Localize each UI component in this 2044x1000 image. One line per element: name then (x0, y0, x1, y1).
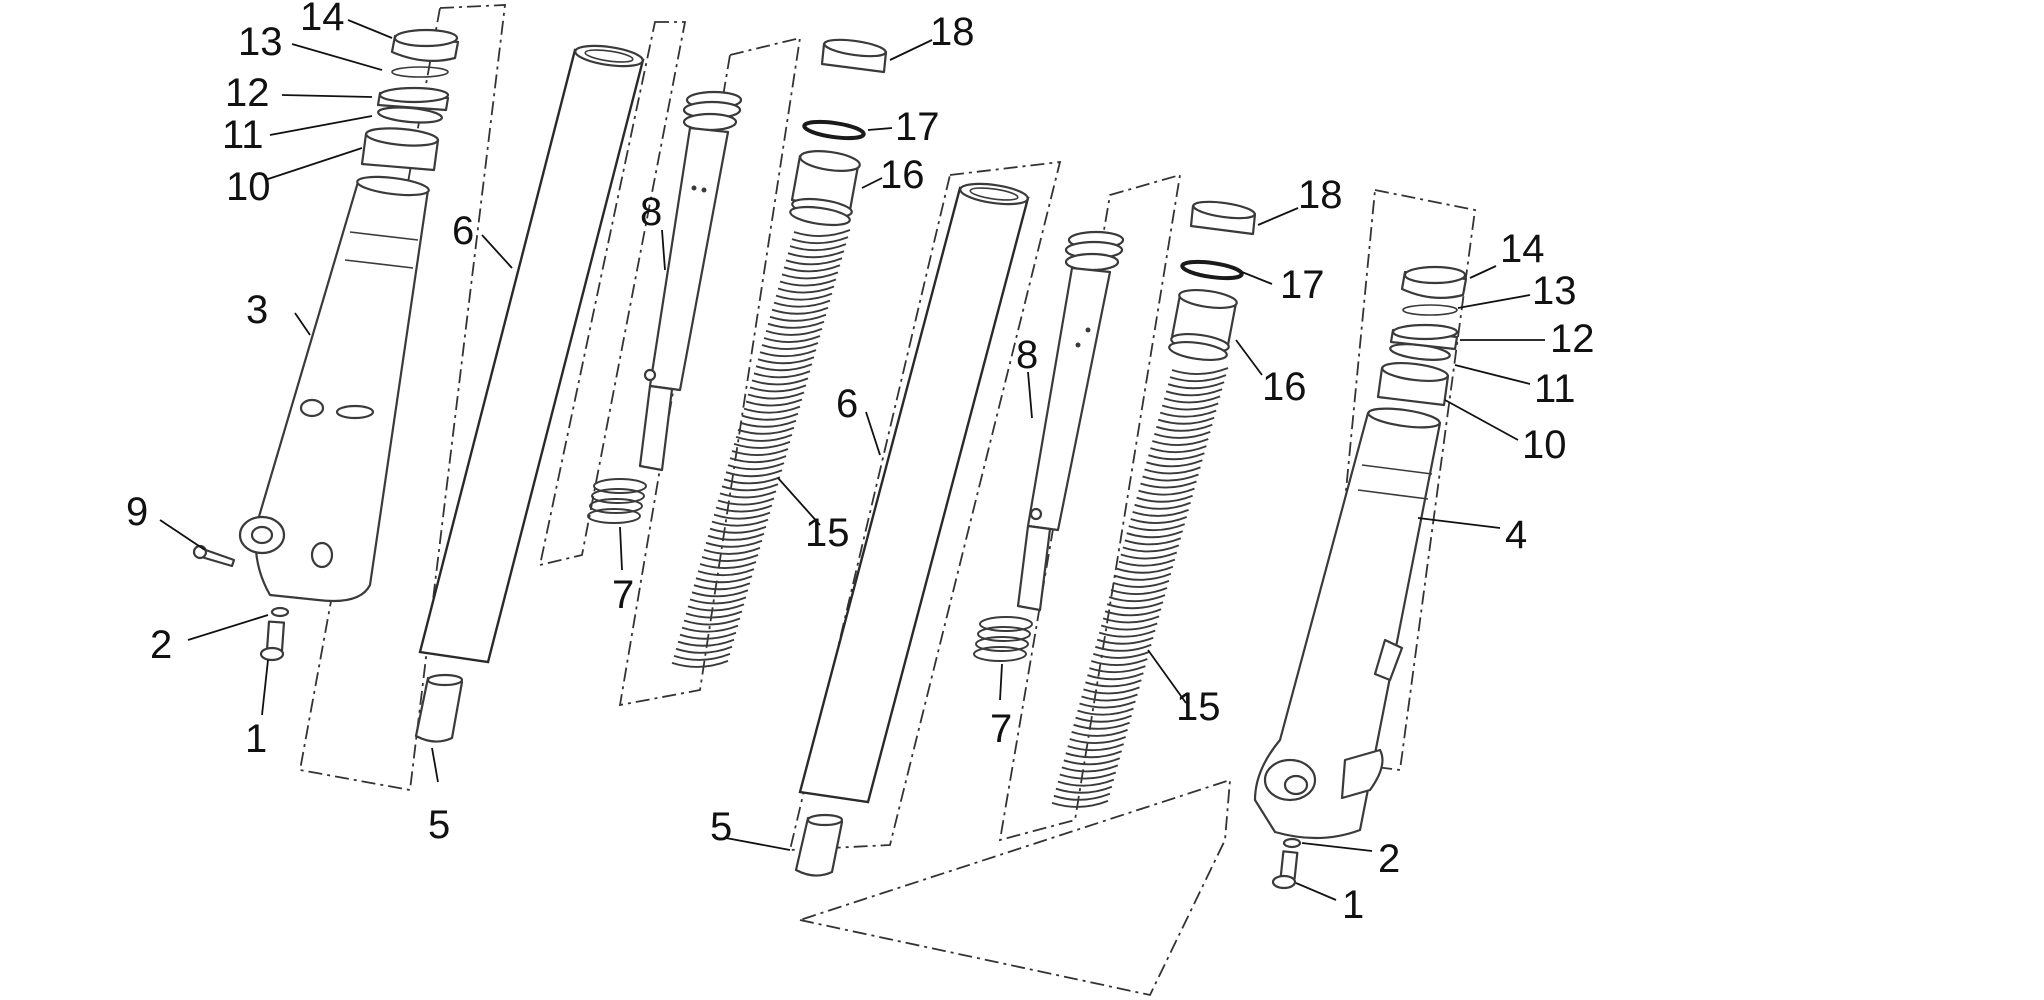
label-13-left: 13 (238, 20, 283, 64)
label-11-right: 11 (1534, 367, 1576, 411)
label-8-left: 8 (640, 190, 662, 234)
label-14-left: 14 (300, 0, 345, 39)
fork-slider-left (238, 175, 430, 603)
label-13-right: 13 (1532, 269, 1577, 313)
label-11-left: 11 (222, 113, 264, 157)
cap-18-left (820, 38, 888, 74)
label-17-center: 17 (1280, 263, 1325, 307)
fork-slider-right (1253, 407, 1442, 840)
label-5-center: 5 (710, 805, 732, 849)
label-2-left: 2 (150, 623, 172, 667)
label-5-left: 5 (428, 803, 450, 847)
main-spring-center (1051, 367, 1229, 808)
label-17-left: 17 (895, 105, 940, 149)
fork-tube-left (418, 44, 645, 664)
label-6-center: 6 (836, 382, 858, 426)
assembly-box-center-spring (998, 173, 1182, 842)
label-10-left: 10 (226, 165, 271, 209)
label-9: 9 (126, 490, 148, 534)
label-18-center: 18 (1298, 173, 1343, 217)
assembly-box-left-spring (618, 36, 802, 707)
spring-7-center (973, 616, 1033, 662)
damper-rod-left (638, 90, 743, 472)
label-18-left: 18 (930, 10, 975, 54)
label-1-left: 1 (245, 717, 267, 761)
label-8-center: 8 (1016, 333, 1038, 377)
spring-guide-center (1168, 289, 1238, 361)
o-ring-17-left (802, 119, 866, 141)
bolt-1-left (259, 620, 286, 662)
bushing-5-left (414, 673, 464, 743)
label-7-center: 7 (990, 707, 1012, 751)
label-15-center: 15 (1176, 685, 1221, 729)
screw-9 (192, 544, 236, 568)
washer-2-right (1282, 837, 1302, 849)
seal-stack-right (1376, 265, 1468, 407)
assembly-box-left-inner (538, 21, 687, 567)
spring-guide-left (789, 150, 861, 227)
label-1-right: 1 (1342, 883, 1364, 927)
label-6-left: 6 (452, 209, 474, 253)
cap-18-center (1189, 200, 1257, 236)
label-16-center: 16 (1262, 365, 1307, 409)
label-14-right: 14 (1500, 227, 1545, 271)
label-12-right: 12 (1550, 317, 1595, 361)
seal-stack-left (360, 28, 460, 172)
bolt-1-right (1271, 850, 1299, 890)
bushing-5-center (794, 813, 844, 877)
assembly-box-bottom (796, 778, 1232, 997)
label-10-right: 10 (1522, 423, 1567, 467)
fork-tube-center (798, 182, 1030, 804)
label-16-left: 16 (880, 153, 925, 197)
label-7-left: 7 (612, 573, 634, 617)
label-12-left: 12 (225, 71, 270, 115)
label-15-left: 15 (805, 511, 850, 555)
damper-rod-center (1016, 230, 1125, 612)
leader-lines (159, 19, 1545, 901)
label-4: 4 (1505, 513, 1527, 557)
spring-7-left (587, 478, 647, 524)
label-3: 3 (246, 288, 268, 332)
label-2-right: 2 (1378, 837, 1400, 881)
washer-2-left (270, 606, 290, 618)
o-ring-17-center (1180, 259, 1244, 281)
main-spring-left (671, 229, 851, 668)
